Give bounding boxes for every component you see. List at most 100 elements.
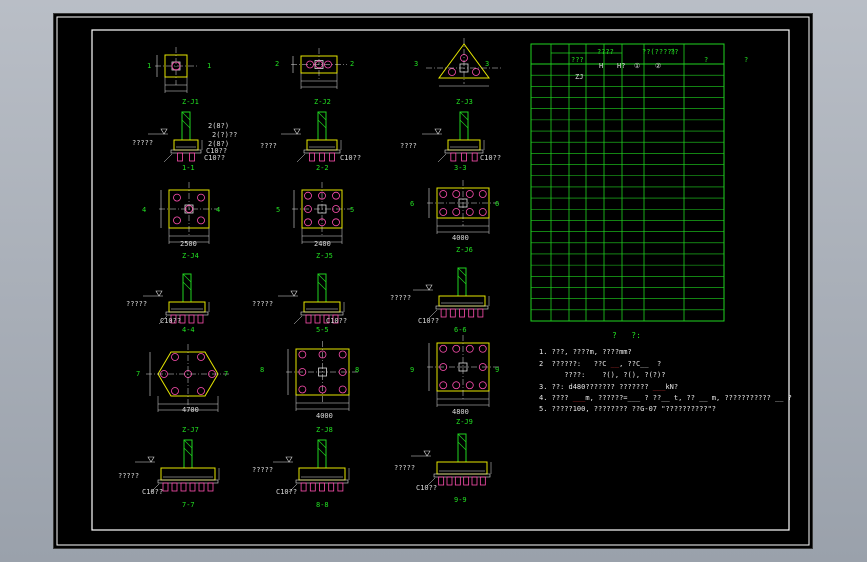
pile-section <box>300 482 307 492</box>
plan-label-zj3: Z-J3 <box>456 98 473 106</box>
table-header-col5: ? <box>704 56 709 64</box>
pile-section <box>440 308 447 318</box>
note-line-4-blank: ___ <box>572 394 586 402</box>
column-hatch <box>183 439 193 449</box>
section7-left-text: ????? <box>118 472 140 480</box>
plan-label-zj1: Z-J1 <box>182 98 199 106</box>
pile-circle <box>478 208 487 216</box>
plan-zj4-axis-right: 4 <box>216 206 221 214</box>
pile-circle <box>439 381 448 390</box>
section3-left-text: ???? <box>400 142 417 150</box>
section1-callout-4: C10?? <box>206 147 228 155</box>
pile-circle <box>465 381 474 390</box>
column-hatch <box>457 275 467 285</box>
footing-cap <box>436 461 488 475</box>
section-label-2-2: 2-2 <box>316 164 329 172</box>
pile-circle <box>171 387 179 395</box>
plan-zj4 <box>159 182 219 244</box>
pile-section <box>323 314 330 324</box>
pile-circle <box>173 216 181 225</box>
section4-left-text: ????? <box>126 300 148 308</box>
plan-zj8 <box>286 341 359 411</box>
table-first-cell: ZJ <box>575 73 584 81</box>
section-3-3 <box>422 111 485 163</box>
pile-circle <box>315 60 323 69</box>
inner-frame <box>91 29 790 531</box>
footing-cap <box>160 467 216 481</box>
section6-left-text: ????? <box>390 294 412 302</box>
pile-circle <box>332 205 340 213</box>
plan-zj3 <box>426 38 502 87</box>
plan-zj7-dim: 4700 <box>182 406 199 414</box>
column-hatch <box>317 111 327 121</box>
leader-line <box>426 477 436 487</box>
section-2-2 <box>281 111 342 163</box>
pile-circle <box>324 60 332 69</box>
pile-section <box>479 476 486 486</box>
column-hatch <box>457 267 467 277</box>
section1-right-text: C10?? <box>204 154 226 162</box>
pile-section <box>309 482 316 492</box>
plan-zj1-axis-left: 1 <box>147 62 152 70</box>
section9-right-text: C10?? <box>416 484 438 492</box>
plan-zj8-axis-right: 8 <box>355 366 360 374</box>
plan-label-zj5: Z-J5 <box>316 252 333 260</box>
pile-circle <box>465 190 474 198</box>
section-label-6-6: 6-6 <box>454 326 467 334</box>
note-line-1: 1. ???, ????m, ????mm? <box>539 348 632 357</box>
pile-circle <box>448 68 456 76</box>
pile-circle <box>439 344 448 353</box>
leader-line <box>437 153 447 163</box>
section-8-8 <box>273 439 350 493</box>
section-5-5 <box>278 273 345 325</box>
section2-left-text: ???? <box>260 142 277 150</box>
level-mark <box>290 290 298 297</box>
section-label-1-1: 1-1 <box>182 164 195 172</box>
pile-circle <box>478 190 487 198</box>
pile-section <box>198 482 205 492</box>
footing-outline <box>438 43 490 79</box>
pile-circle <box>197 193 205 202</box>
pile-circle <box>332 191 340 200</box>
pile-circle <box>197 216 205 225</box>
leader-line <box>296 153 306 163</box>
blinding-layer <box>300 311 344 316</box>
plan-zj1-axis-right: 1 <box>207 62 212 70</box>
note-line-4-text-b: m, ??????=___ ? ??__ t, ?? __ m, ???????… <box>585 394 792 402</box>
pile-section <box>449 308 456 318</box>
plan-zj7-axis-right: 7 <box>224 370 229 378</box>
pile-section <box>207 482 214 492</box>
footing-cap <box>298 467 346 481</box>
column-hatch <box>181 111 191 121</box>
table-header-col6: ? <box>744 56 749 64</box>
section8-right-text: C10?? <box>276 488 298 496</box>
pile-circle <box>197 387 205 395</box>
note-line-3: 3. ??: d480??????? ??????? ___kN? <box>539 383 678 392</box>
pile-circle <box>171 61 181 71</box>
section-label-4-4: 4-4 <box>182 326 195 334</box>
note-line-5: 5. ?????100, ???????? ??G-07 "??????????… <box>539 405 716 414</box>
pile-circle <box>338 385 347 394</box>
plan-zj2 <box>291 48 347 89</box>
note-line-3-blank: ___ <box>652 383 666 391</box>
plan-label-zj9: Z-J9 <box>456 418 473 426</box>
pile-section <box>188 314 195 324</box>
section-label-3-3: 3-3 <box>454 164 467 172</box>
leader-line <box>288 483 298 493</box>
pile-section <box>446 476 453 486</box>
plan-label-zj2: Z-J2 <box>314 98 331 106</box>
plan-zj9-axis-right: 9 <box>495 366 500 374</box>
section7-right-text: C10?? <box>142 488 164 496</box>
plan-zj4-dim: 2500 <box>180 240 197 248</box>
pile-circle <box>478 381 487 390</box>
pile-circle <box>338 368 347 376</box>
pile-circle <box>452 208 461 216</box>
pile-section <box>309 152 315 162</box>
section-label-7-7: 7-7 <box>182 501 195 509</box>
plan-zj3-axis-left: 3 <box>414 60 419 68</box>
level-mark <box>147 456 155 463</box>
pile-section <box>438 476 445 486</box>
section9-left-text: ????? <box>394 464 416 472</box>
section8-left-text: ????? <box>252 466 274 474</box>
pile-circle <box>304 191 312 200</box>
